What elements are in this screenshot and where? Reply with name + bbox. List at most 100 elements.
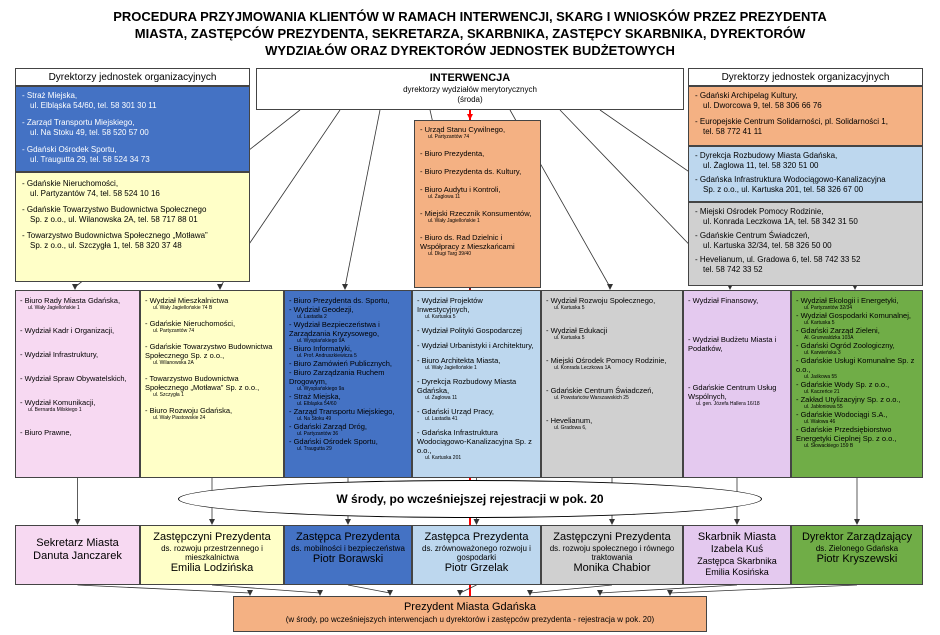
official-name: Danuta Janczarek	[33, 550, 122, 562]
page-title: PROCEDURA PRZYJMOWANIA KLIENTÓW W RAMACH…	[113, 9, 827, 58]
unit-item: - Biuro Prezydenta ds. Kultury,	[420, 167, 535, 176]
department-name: - Straż Miejska,	[289, 392, 341, 401]
department-item: - Wydział Kadr i Organizacji,	[20, 326, 135, 335]
department-name: - Gdańskie Centrum Usług Wspólnych,	[688, 383, 777, 401]
org-item: - Gdańska Infrastruktura Wodociągowo-Kan…	[695, 175, 916, 195]
department-name: - Gdańskie Centrum Świadczeń,	[546, 386, 654, 395]
department-item: - Gdańskie Przedsiębiorstwo Energetyki C…	[796, 425, 918, 449]
department-address: ul. Powstańców Warszawskich 25	[554, 395, 629, 401]
department-column-5: - Wydział Rozwoju Społecznego, ul. Kartus…	[541, 290, 683, 478]
department-address: ul. Wały Piastowskie 24	[153, 415, 206, 421]
official-role: Zastępczyni Prezydenta	[153, 531, 271, 543]
unit-name: - Biuro Audytu i Kontroli,	[420, 185, 501, 194]
org-item-name: - Gdańska Infrastruktura Wodociągowo-Kan…	[695, 175, 886, 184]
department-address: ul. Słowackiego 159 B	[804, 443, 854, 449]
unit-name: - Miejski Rzecznik Konsumentów,	[420, 209, 532, 218]
official-name: Emilia Lodzińska	[170, 562, 254, 574]
department-item: - Gdańskie Towarzystwo Budownictwa Społe…	[145, 342, 279, 366]
department-address: ul. Elbląska 54/60	[297, 401, 337, 407]
department-item: - Gdańskie Usługi Komunalne Sp. z o.o.,u…	[796, 356, 918, 380]
org-item-address: ul. Kartuska 32/34, tel. 58 326 50 00	[703, 241, 832, 250]
org-item: - Europejskie Centrum Solidarności, pl. …	[695, 117, 916, 137]
department-name: - Wydział Bezpieczeństwa i Zarządzania K…	[289, 320, 380, 338]
department-address: ul. Wyspiańskiego 9A	[297, 338, 345, 344]
left-header: Dyrektorzy jednostek organizacyjnych	[15, 68, 250, 86]
org-item-name: - Towarzystwo Budownictwa Społecznego „M…	[22, 231, 208, 240]
official-role: Zastępczyni Prezydenta	[553, 531, 671, 543]
official-name: Piotr Kryszewski	[816, 553, 898, 565]
department-item: - Dyrekcja Rozbudowy Miasta Gdańska,ul. …	[417, 377, 536, 401]
department-address: ul. Szczygła 1	[153, 392, 184, 398]
department-address: ul. gen. Józefa Hallera 16/18	[696, 401, 760, 407]
red-arrowhead	[467, 114, 473, 120]
org-item-address: ul. Traugutta 29, tel. 58 524 34 73	[30, 155, 150, 164]
department-name: - Biuro Rozwoju Gdańska,	[145, 406, 233, 415]
department-item: - Biuro Rady Miasta Gdańska,ul. Wały Jag…	[20, 296, 135, 311]
department-name: - Wydział Ekologii i Energetyki,	[796, 296, 899, 305]
unit-item: - Urząd Stanu Cywilnego,ul. Partyzantów …	[420, 125, 535, 140]
unit-item: - Biuro Prezydenta,	[420, 149, 535, 158]
department-address: ul. Wały Jagiellońskie 74 B	[153, 305, 213, 311]
department-column-7: - Wydział Ekologii i Energetyki,ul. Part…	[791, 290, 923, 478]
org-item-address: Sp. z o.o., ul. Wilanowska 2A, tel. 58 7…	[30, 215, 198, 224]
drop-arrowhead	[74, 519, 81, 525]
department-name: - Biuro Informatyki,	[289, 344, 352, 353]
org-item-name: - Gdański Archipelag Kultury,	[695, 91, 798, 100]
department-item: - Wydział Projektów Inwestycyjnych,ul. K…	[417, 296, 536, 320]
left-yellow-box: - Gdańskie Nieruchomości,ul. Partyzantów…	[15, 172, 250, 282]
department-item: - Gdańskie Centrum Usług Wspólnych,ul. g…	[688, 383, 786, 407]
org-item: - Towarzystwo Budownictwa Społecznego „M…	[22, 231, 243, 251]
official-role: Zastępca Prezydenta	[424, 531, 529, 543]
department-address: ul. Wilanowska 2A	[153, 360, 194, 366]
org-item-name: - Hevelianum, ul. Gradowa 6, tel. 58 742…	[695, 255, 861, 264]
department-name: - Wydział Rozwoju Społecznego,	[546, 296, 656, 305]
unit-item: - Biuro Audytu i Kontroli,ul. Żaglowa 11	[420, 185, 535, 200]
official-scope: ds. zrównoważonego rozwoju i gospodarki	[422, 544, 531, 562]
right-gray-box: - Miejski Ośrodek Pomocy Rodzinie,ul. Ko…	[688, 202, 923, 286]
department-item: - Hevelianum,ul. Gradowa 6,	[546, 416, 678, 431]
department-item: - Zakład Utylizacyjny Sp. z o.o.,ul. Jab…	[796, 395, 918, 410]
org-item-address: ul. Partyzantów 74, tel. 58 524 10 16	[30, 189, 160, 198]
department-address: ul. Wały Jagiellońskie 1	[28, 305, 80, 311]
org-item-name: - Miejski Ośrodek Pomocy Rodzinie,	[695, 207, 824, 216]
department-name: - Gdański Urząd Pracy,	[417, 407, 494, 416]
department-name: - Wydział Projektów Inwestycyjnych,	[417, 296, 483, 314]
official-scope: Izabela Kuś	[710, 544, 764, 555]
department-item: - Wydział Infrastruktury,	[20, 350, 135, 359]
unit-address: ul. Wały Jagiellońskie 1	[428, 218, 480, 224]
department-address: ul. Kartuska 5	[554, 335, 585, 341]
org-item: - Gdańskie Nieruchomości,ul. Partyzantów…	[22, 179, 243, 199]
department-item: - Gdańskie Centrum Świadczeń,ul. Powstań…	[546, 386, 678, 401]
department-name: - Wydział Geodezji,	[289, 305, 354, 314]
org-item: - Gdański Ośrodek Sportu,ul. Traugutta 2…	[22, 145, 243, 165]
president-line	[347, 584, 391, 594]
department-name: - Gdańskie Usługi Komunalne Sp. z o.o.,	[796, 356, 915, 374]
president-arrowhead	[457, 590, 463, 596]
president-line	[669, 584, 858, 594]
department-address: ul. Kartuska 201	[425, 455, 462, 461]
department-address: ul. Traugutta 29	[297, 446, 332, 452]
official-scope: ds. rozwoju przestrzennego i mieszkalnic…	[161, 544, 263, 562]
department-name: - Dyrekcja Rozbudowy Miasta Gdańska,	[417, 377, 517, 395]
department-item: - Straż Miejska,ul. Elbląska 54/60	[289, 392, 407, 407]
center-orange-box: - Urząd Stanu Cywilnego,ul. Partyzantów …	[414, 120, 541, 288]
department-column-4: - Wydział Projektów Inwestycyjnych, ul. K…	[412, 290, 541, 478]
department-name: - Biuro Zamówień Publicznych,	[289, 359, 392, 368]
department-item: - Biuro Architekta Miasta,ul. Wały Jagie…	[417, 356, 536, 371]
org-item-address: ul. Dworcowa 9, tel. 58 306 66 76	[703, 101, 822, 110]
department-item: - Biuro Zarządzania Ruchem Drogowym,ul. …	[289, 368, 407, 392]
left-blue-box: - Straż Miejska,ul. Elbląska 54/60, tel.…	[15, 86, 250, 172]
unit-address: ul. Partyzantów 74	[428, 134, 470, 140]
official-name: Piotr Grzelak	[444, 562, 509, 574]
department-item: - Wydział Rozwoju Społecznego,ul. Kartus…	[546, 296, 678, 311]
left-blue-list: - Straż Miejska,ul. Elbląska 54/60, tel.…	[22, 91, 243, 165]
wednesday-ellipse: W środy, po wcześniejszej rejestracji w …	[178, 480, 762, 518]
department-item: - Gdańska Infrastruktura Wodociągowo-Kan…	[417, 428, 536, 461]
department-item: - Wydział Geodezji,ul. Lastadia 2	[289, 305, 407, 320]
drop-arrowhead	[734, 519, 740, 525]
president-title: Prezydent Miasta Gdańska	[403, 601, 537, 613]
department-name: - Wydział Gospodarki Komunalnej,	[796, 311, 911, 320]
